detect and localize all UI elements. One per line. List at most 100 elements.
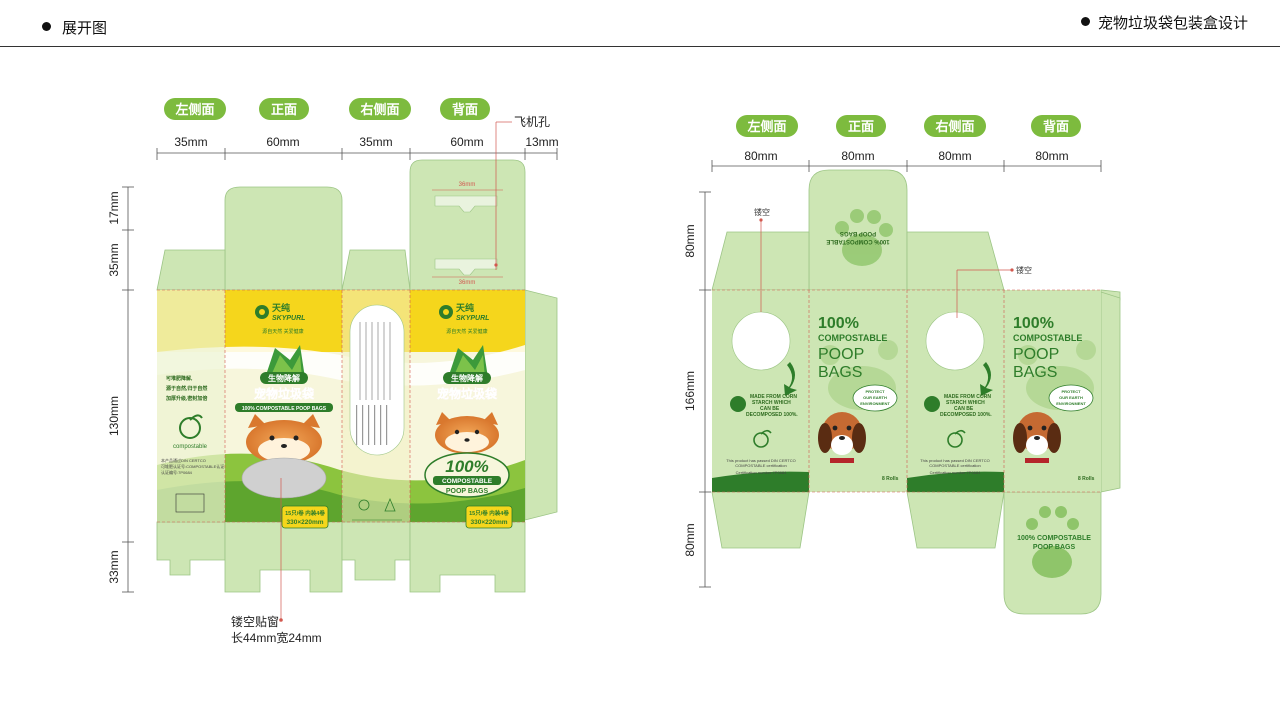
side-note-1: 本产品通过DIN CERTCO [161,457,206,463]
left-width-2: 60mm [266,135,299,149]
side-bullet-3: 加厚升级,密封加倍 [165,395,207,402]
beagle-dog-icon-back [1013,412,1061,463]
corn-b-4: DECOMPOSED 100%. [940,412,992,418]
cert-a-3: Certification number:7P0684 [736,470,787,475]
cert-b-1: This product has passed DIN CERTCO [920,458,990,463]
product-en-front: 100% COMPOSTABLE POOP BAGS [242,406,327,412]
sprout-icon-a [753,429,772,448]
header-left-title: 展开图 [62,20,108,37]
left-width-1: 35mm [174,135,207,149]
headline-front-2: COMPOSTABLE [818,333,887,343]
big-pct-back: 100% [445,457,488,476]
right-panel-labels: 左侧面 正面 右侧面 背面 [736,115,1081,137]
left-label-front: 正面 [271,102,297,117]
rolls-front: 8 Rolls [882,476,899,482]
bubble-front-2: OUR EARTH [863,395,887,400]
brand-logo-icon-back [439,305,453,319]
slogan-front: 源自天然 关爱健康 [262,328,303,335]
badge-front: 生物降解 [268,373,300,383]
header-right-title: 宠物垃圾袋包装盒设计 [1098,15,1249,32]
bullet-dot-left [42,22,51,31]
bottom-text-1: 100% COMPOSTABLE [1017,535,1091,542]
right-back-panel: 100% COMPOSTABLE POOP BAGS PROTECT OUR E… [1013,315,1096,482]
spec-back-2: 330×220mm [470,519,507,526]
corn-a-4: DECOMPOSED 100%. [746,412,798,418]
left-width-3: 35mm [359,135,392,149]
bubble-back-1: PROTECT [1061,389,1081,394]
shiba-dog-icon [246,414,322,464]
bottom-text-2: POOP BAGS [1033,544,1076,551]
headline-back-1: 100% [1013,315,1054,332]
right-label-back: 背面 [1043,119,1069,134]
brand-cn-front: 天纯 [272,302,290,313]
shiba-dog-icon-back [435,412,499,454]
headline-front-4: BAGS [818,364,862,381]
left-label-back: 背面 [452,102,478,117]
right-side-panel-a: MADE FROM CORN STARCH WHICH CAN BE DECOM… [726,207,798,475]
compostable-word: compostable [173,444,208,450]
slogan-back: 源自天然 关爱健康 [446,328,487,335]
left-height-3: 130mm [107,396,121,436]
left-width-4: 60mm [450,135,483,149]
compostable-back: COMPOSTABLE [442,478,493,485]
right-dieline: 左侧面 正面 右侧面 背面 80mm 80mm 80mm 80mm [683,115,1121,615]
brand-en-front: SKYPURL [272,315,305,322]
corn-a-3: CAN BE [760,406,780,412]
right-width-dims: 80mm 80mm 80mm 80mm [711,149,1102,172]
top-flap-paw-icon [835,209,893,266]
bullet-dot-right [1081,17,1090,26]
barcode-box [175,493,205,513]
leaf-badge-icon-a [730,396,746,412]
left-back-panel: 天纯 SKYPURL 源自天然 关爱健康 生物降解 宠物垃圾袋 100% [424,302,513,529]
right-side-panel-b: MADE FROM CORN STARCH WHICH CAN BE DECOM… [920,265,1032,475]
hang-holes: 36mm 36mm 飞机孔 [432,115,550,286]
cutout-label-a: 镂空 [754,207,770,217]
header-rule [0,46,1280,47]
top-flap-text-2: POOP BAGS [840,230,876,236]
side-note-3: 认证编号:7P0684 [161,469,193,475]
badge-back: 生物降解 [451,373,483,383]
spec-back-1: 15只/卷 内装4卷 [469,509,509,517]
poop-bags-back: POOP BAGS [446,488,489,495]
left-panel-labels: 左侧面 正面 右侧面 背面 [164,98,490,120]
compostable-sprout-icon [179,414,203,439]
left-height-1: 17mm [107,191,121,224]
cutout-label-b: 镂空 [1016,265,1032,275]
hang-hole-label: 飞机孔 [514,115,550,129]
cert-a-2: COMPOSTABLE certification [735,463,787,468]
right-label-side-r: 右侧面 [934,119,974,134]
spec-front-2: 330×220mm [286,519,323,526]
right-height-2: 166mm [683,371,697,411]
brand-en-back: SKYPURL [456,315,489,322]
left-width-dims: 35mm 60mm 35mm 60mm 13mm [156,135,559,160]
corn-b-2: STARCH WHICH [946,400,985,406]
headline-front-3: POOP [818,346,864,363]
brand-logo-icon [255,305,269,319]
cert-b-2: COMPOSTABLE certification [929,463,981,468]
right-height-1: 80mm [683,224,697,257]
left-width-5: 13mm [525,135,558,149]
right-width-2: 80mm [841,149,874,163]
left-height-2: 35mm [107,243,121,276]
headline-back-4: BAGS [1013,364,1057,381]
left-height-dims: 17mm 35mm 130mm 33mm [107,186,134,593]
beagle-dog-icon [818,412,866,463]
cutout-circle-a [731,311,791,371]
corn-a-1: MADE FROM CORN [750,394,797,400]
headline-front-1: 100% [818,315,859,332]
left-label-side-l: 左侧面 [175,102,214,117]
cert-b-3: Certification number:7P0684 [930,470,981,475]
right-height-3: 80mm [683,523,697,556]
headline-back-3: POOP [1013,346,1059,363]
sprout-icon-b [947,429,966,448]
rolls-back: 8 Rolls [1078,476,1095,482]
right-label-side-l: 左侧面 [747,119,786,134]
front-window [241,457,327,499]
bubble-front-1: PROTECT [865,389,885,394]
bubble-back-2: OUR EARTH [1059,395,1083,400]
right-label-front: 正面 [848,119,874,134]
side-bullet-2: 源于自然,归于自然 [166,385,207,392]
speech-bubble-icon: PROTECT OUR EARTH ENVIRONMENT [852,384,898,412]
left-front-panel: 天纯 SKYPURL 源自天然 关爱健康 生物降解 宠物垃圾袋 100% COM… [235,302,333,622]
